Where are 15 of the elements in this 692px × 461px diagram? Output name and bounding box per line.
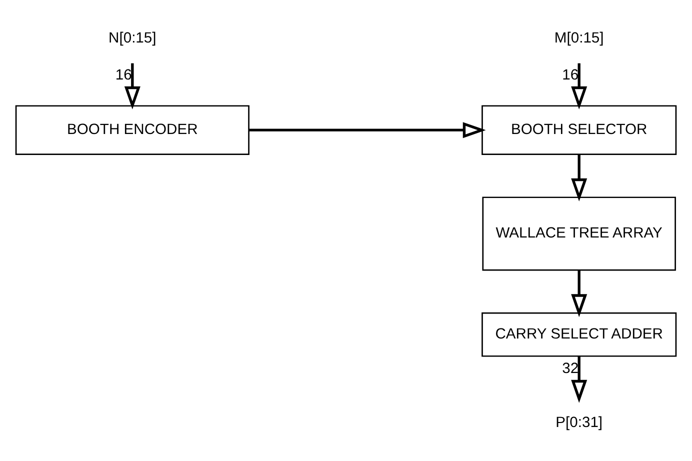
arrow (248, 122, 486, 138)
edge-label: 32 (562, 360, 579, 376)
node-box: WALLACE TREE ARRAY (482, 196, 676, 270)
arrow (571, 270, 588, 317)
arrow (571, 154, 588, 201)
node-text: M[0:15] (554, 30, 604, 46)
node-box: CARRY SELECT ADDER (482, 312, 677, 356)
arrow (571, 62, 588, 109)
node-box: BOOTH ENCODER (15, 104, 250, 154)
node-box: BOOTH SELECTOR (482, 104, 677, 154)
node-text: P[0:31] (556, 414, 603, 431)
arrow (571, 356, 588, 402)
arrow (124, 62, 140, 109)
edge-label: 16 (562, 66, 579, 83)
node-text: N[0:15] (108, 30, 156, 46)
